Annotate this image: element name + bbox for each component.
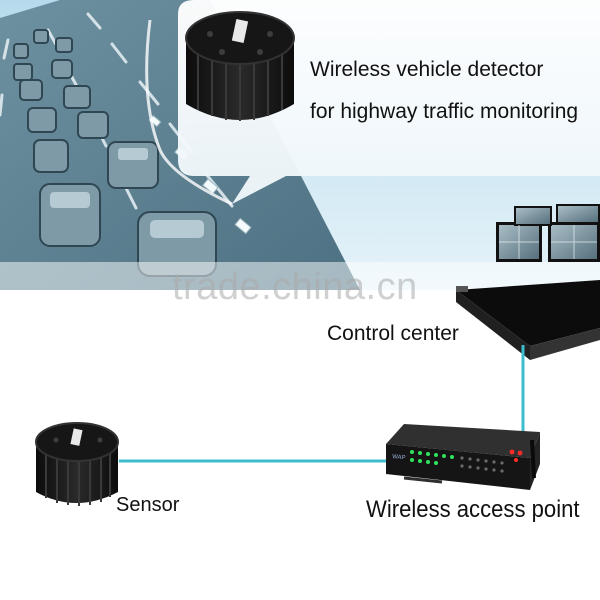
network-links <box>119 345 525 463</box>
video-wall-monitors <box>496 204 600 262</box>
control-center-desk <box>456 280 600 360</box>
access-point-label: Wireless access point <box>366 496 580 523</box>
headline-line-1: Wireless vehicle detector <box>310 58 544 81</box>
sensor-device-small <box>35 422 119 506</box>
sensor-device-large <box>185 11 295 121</box>
sensor-label: Sensor <box>116 494 180 516</box>
watermark-text: trade.china.cn <box>172 266 418 308</box>
access-point-badge: WAP <box>392 454 406 461</box>
access-point-device: WAP <box>386 424 540 490</box>
control-center-label: Control center <box>327 322 459 345</box>
headline-line-2: for highway traffic monitoring <box>310 100 579 123</box>
